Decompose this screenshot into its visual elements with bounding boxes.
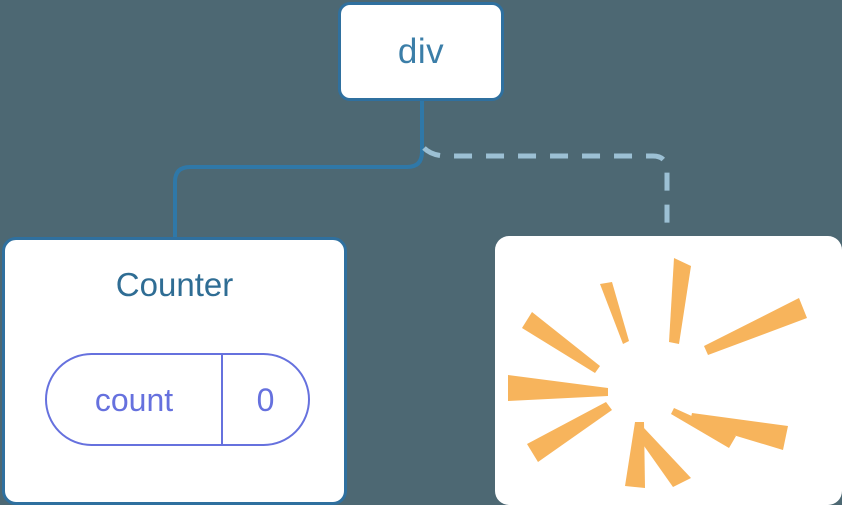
state-pill-count[interactable]: count 0 [45,353,310,446]
state-pill-key: count [47,355,223,444]
spinner-ray [522,312,600,373]
spinner-ray [508,375,608,401]
spinner-ray [690,413,788,450]
loading-spinner-icon [508,258,807,488]
spinner-ray [637,428,691,487]
spinner-ray [527,402,612,462]
node-counter[interactable]: Counter count 0 [2,237,347,505]
spinner-ray [704,298,807,355]
spinner-ray [671,408,736,448]
edge-root-to-counter [173,99,424,239]
edge-root-to-spinner [422,146,670,236]
spinner-ray [669,258,691,344]
node-div[interactable]: div [338,2,504,101]
spinner-ray [600,282,629,344]
node-counter-title: Counter [115,266,234,303]
node-div-label: div [397,32,445,71]
spinner-ray [625,422,645,488]
state-pill-value: 0 [256,381,275,418]
node-spinner[interactable] [495,236,842,505]
